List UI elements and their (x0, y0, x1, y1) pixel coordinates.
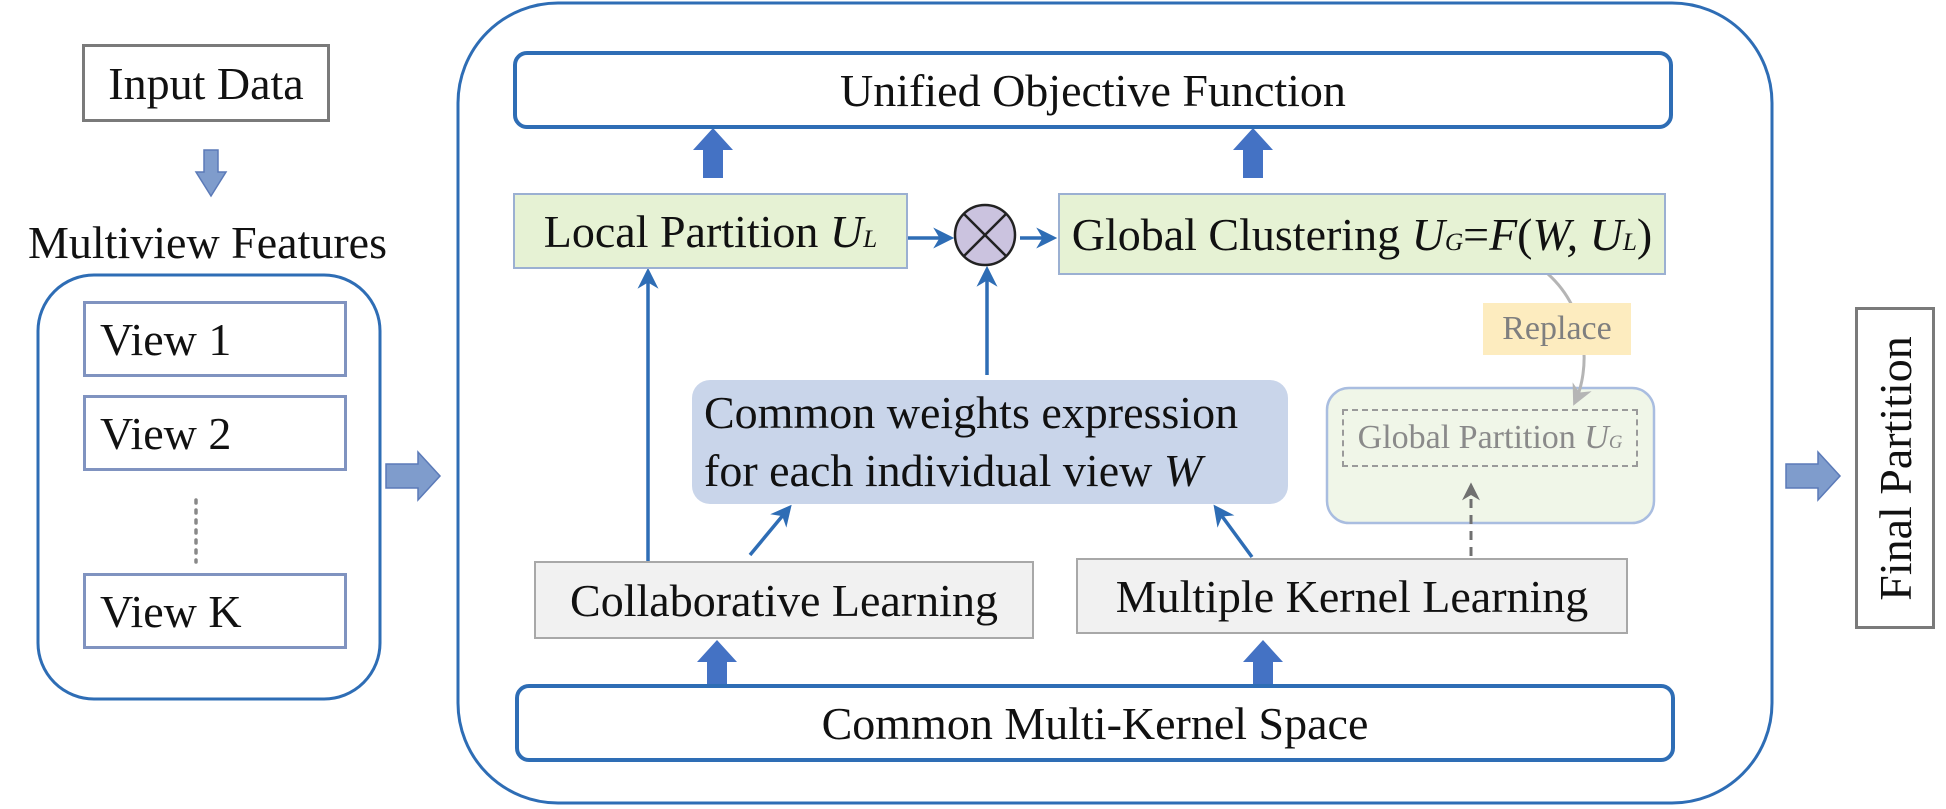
view-2-label: View 2 (100, 407, 232, 459)
common-multikernel-space-label: Common Multi-Kernel Space (821, 697, 1369, 749)
view-1-label: View 1 (100, 313, 232, 365)
global-clustering-arg1: W, (1532, 208, 1590, 260)
global-partition-text: Global Partition (1357, 419, 1585, 456)
global-clustering-close-paren: ) (1636, 208, 1653, 260)
space-to-mkl-arrow (1243, 640, 1283, 684)
global-partition-container (1325, 386, 1656, 525)
unified-objective-label: Unified Objective Function (840, 64, 1346, 116)
local-partition-box: Local Partition UL (513, 193, 908, 269)
common-weights-symbol: W (1163, 445, 1203, 496)
final-partition-box: Final Partition (1855, 307, 1935, 629)
global-clustering-lhs-subscript: G (1444, 227, 1464, 256)
global-clustering-lhs-symbol: U (1411, 208, 1445, 260)
view-k-label: View K (100, 585, 242, 637)
common-multikernel-space-box: Common Multi-Kernel Space (515, 684, 1675, 762)
collaborative-learning-box: Collaborative Learning (534, 561, 1034, 639)
global-to-objective-arrow (1233, 128, 1273, 178)
unified-objective-box: Unified Objective Function (513, 51, 1673, 129)
framework-container (456, 1, 1774, 805)
multiple-kernel-learning-box: Multiple Kernel Learning (1076, 558, 1628, 634)
view-k-box: View K (83, 573, 347, 649)
mkl-to-weights-arrow (1213, 504, 1254, 559)
input-down-arrow (194, 149, 228, 198)
global-clustering-label: Global Clustering UG=F(W, UL) (1072, 208, 1653, 261)
common-weights-box: Common weights expression for each indiv… (692, 380, 1288, 504)
features-to-framework-arrow (385, 450, 442, 502)
collaborative-to-weights-arrow (748, 504, 792, 557)
global-clustering-open-paren: ( (1517, 208, 1533, 260)
multiple-kernel-learning-label: Multiple Kernel Learning (1115, 570, 1589, 622)
input-data-box: Input Data (82, 44, 330, 122)
global-partition-symbol: U (1584, 419, 1609, 456)
multiview-container (36, 273, 382, 701)
global-clustering-arg2-symbol: U (1589, 208, 1623, 260)
view-1-box: View 1 (83, 301, 347, 377)
global-clustering-arg2-subscript: L (1622, 227, 1637, 256)
multiview-features-title: Multiview Features (28, 217, 387, 268)
local-partition-text: Local Partition (543, 205, 830, 257)
space-to-collaborative-arrow (697, 640, 737, 684)
replace-label: Replace (1502, 310, 1612, 347)
local-partition-symbol: U (829, 205, 864, 257)
global-clustering-equals: = (1463, 208, 1490, 260)
global-clustering-text: Global Clustering (1071, 208, 1412, 260)
global-partition-subscript: G (1608, 432, 1623, 453)
view-2-box: View 2 (83, 395, 347, 471)
replace-label-box: Replace (1483, 303, 1631, 355)
fusion-operator-cross-b (963, 213, 1007, 257)
common-weights-line2: for each individual view W (704, 442, 1202, 500)
common-weights-line1: Common weights expression (704, 387, 1239, 438)
collaborative-learning-label: Collaborative Learning (570, 574, 998, 626)
local-partition-label: Local Partition UL (544, 205, 877, 258)
input-data-label: Input Data (108, 57, 304, 109)
global-partition-box: Global Partition UG (1342, 409, 1638, 467)
global-clustering-box: Global Clustering UG=F(W, UL) (1058, 193, 1666, 275)
local-partition-subscript: L (863, 224, 878, 253)
local-to-objective-arrow (693, 128, 733, 178)
final-partition-label: Final Partition (1869, 335, 1921, 601)
global-partition-label: Global Partition UG (1358, 419, 1623, 457)
framework-to-final-arrow (1785, 450, 1842, 502)
global-clustering-func: F (1489, 208, 1518, 260)
common-weights-line2-text: for each individual view (704, 445, 1164, 496)
